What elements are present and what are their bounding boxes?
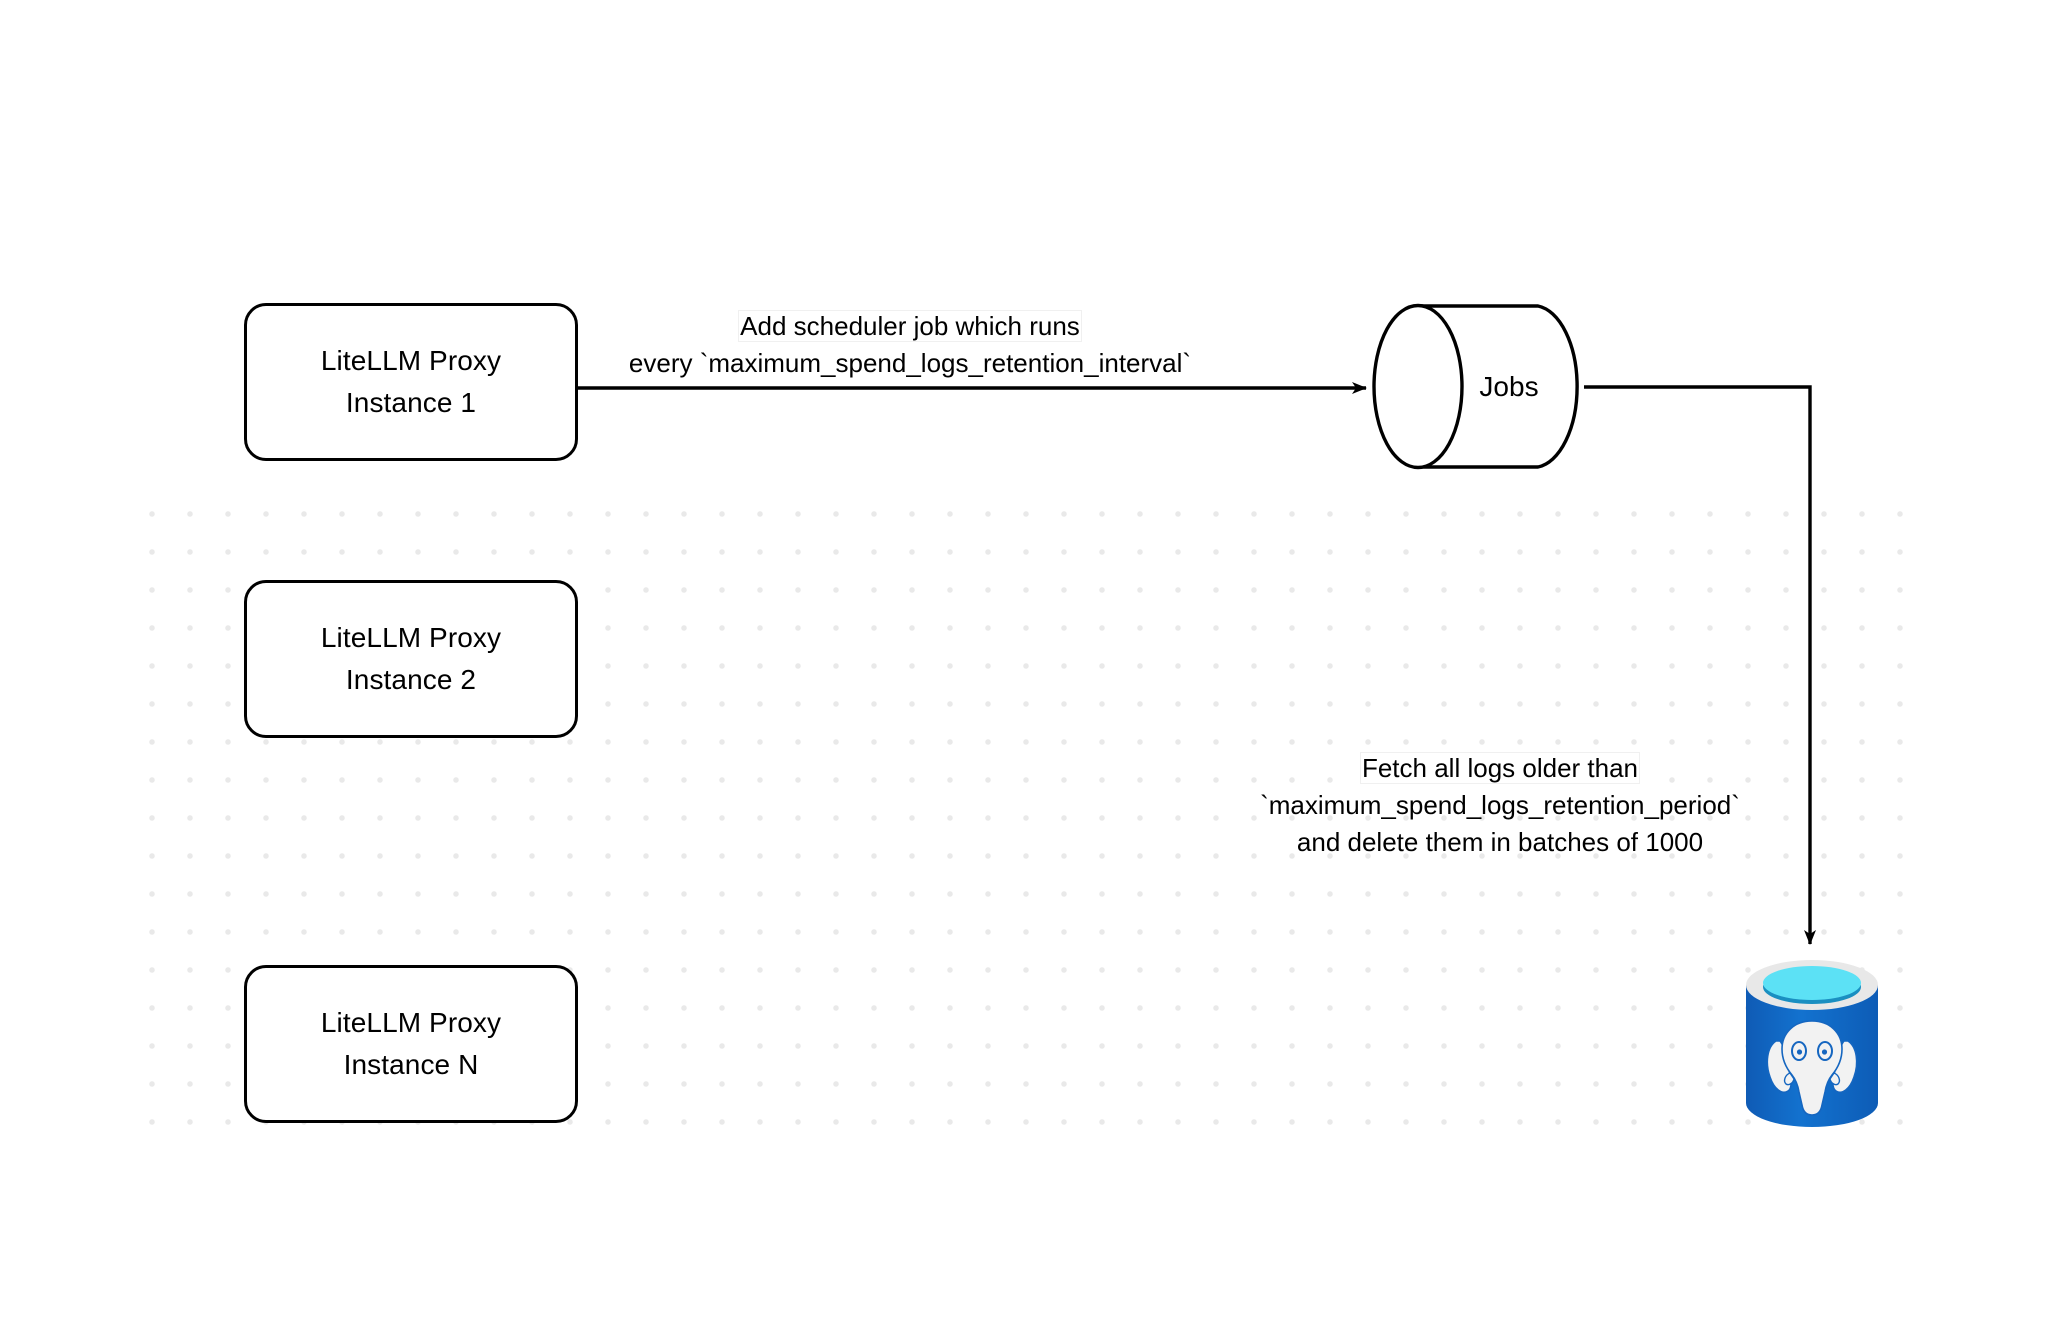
postgresql-icon [1746,960,1878,1127]
node-label-line1: LiteLLM Proxy [320,622,502,653]
edge-label-fetch: Fetch all logs older than `maximum_spend… [1180,750,1820,861]
edge-label-line1: Add scheduler job which runs [738,310,1082,342]
edge-label-scheduler: Add scheduler job which runs every `maxi… [540,308,1280,382]
node-litellm-proxy-instance-n[interactable]: LiteLLM Proxy Instance N [244,965,578,1123]
edge-label-line3: and delete them in batches of 1000 [1296,827,1704,857]
edge-label-line2: every `maximum_spend_logs_retention_inte… [628,348,1192,378]
node-label: LiteLLM Proxy Instance 1 [321,340,501,424]
node-label-line1: LiteLLM Proxy [320,345,502,376]
edge-label-line2: `maximum_spend_logs_retention_period` [1260,790,1740,820]
node-label: LiteLLM Proxy Instance N [321,1002,501,1086]
node-label: LiteLLM Proxy Instance 2 [321,617,501,701]
node-postgres-database[interactable] [1742,955,1882,1133]
node-label-line1: LiteLLM Proxy [320,1007,502,1038]
node-jobs-label: Jobs [1479,370,1539,402]
node-litellm-proxy-instance-1[interactable]: LiteLLM Proxy Instance 1 [244,303,578,461]
node-jobs-queue[interactable]: Jobs [1372,303,1584,470]
cylinder-shape [1372,303,1579,470]
node-label-line2: Instance N [343,1049,479,1080]
node-label-line2: Instance 2 [345,664,477,695]
node-litellm-proxy-instance-2[interactable]: LiteLLM Proxy Instance 2 [244,580,578,738]
node-label-line2: Instance 1 [345,387,477,418]
edge-label-line1: Fetch all logs older than [1359,752,1641,784]
